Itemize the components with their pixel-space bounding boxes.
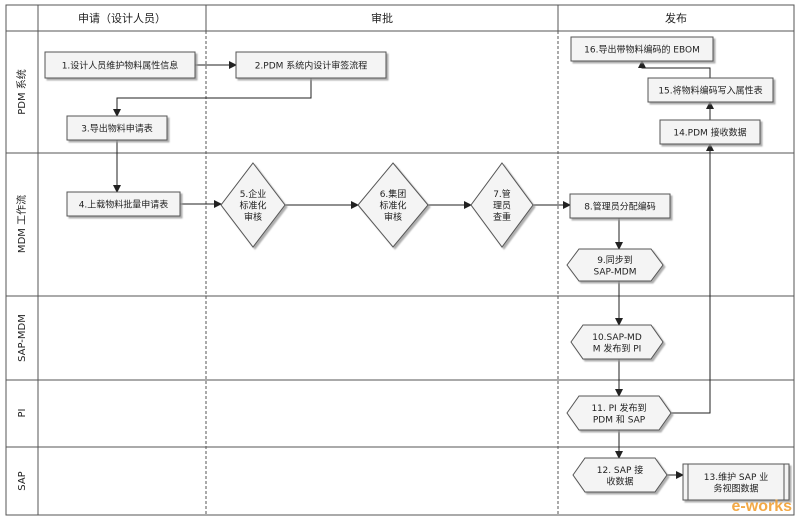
column-header-publish: 发布 (665, 11, 687, 25)
watermark-logo: e-works (731, 498, 792, 515)
flow-step-s12: 12. SAP 接收数据 (572, 457, 668, 493)
step-label: 1.设计人员维护物料属性信息 (62, 60, 179, 72)
lane-label-sap: SAP (17, 471, 28, 490)
step-label: 15.将物料编码写入属性表 (658, 85, 762, 97)
column-header-approve: 审批 (371, 11, 393, 25)
step-box (569, 193, 671, 219)
step-label: 8.管理员分配编码 (584, 201, 656, 213)
step-label: 标准化 (379, 200, 406, 212)
step-label: M 发布到 PI (593, 342, 642, 354)
step-label: PDM 和 SAP (593, 414, 646, 425)
step-label: 16.导出带物料编码的 EBOM (584, 44, 700, 56)
lane-label-mdm: MDM 工作流 (15, 195, 28, 253)
lane-label-sap-mdm: SAP-MDM (17, 314, 28, 362)
lane-label-pdm: PDM 系统 (15, 69, 28, 115)
flow-arrow (638, 60, 711, 78)
lane-label-pi: PI (17, 409, 28, 418)
flow-arrow (113, 78, 312, 117)
flow-step-s14: 14.PDM 接收数据 (659, 119, 761, 145)
step-label: 3.导出物料申请表 (81, 123, 153, 135)
step-label: 审核 (244, 211, 262, 223)
step-hexagon (572, 457, 668, 493)
step-label: 6.集团 (380, 188, 407, 200)
step-label: 务视图数据 (713, 482, 758, 494)
step-label: 2.PDM 系统内设计审签流程 (255, 60, 368, 72)
step-label: 14.PDM 接收数据 (673, 127, 746, 139)
flow-step-s8: 8.管理员分配编码 (569, 193, 671, 219)
step-hexagon (566, 395, 672, 431)
step-diamond (470, 162, 534, 248)
flow-arrow (671, 143, 714, 414)
flow-step-s3: 3.导出物料申请表 (66, 115, 168, 141)
step-label: 标准化 (239, 200, 266, 212)
flow-steps: 1.设计人员维护物料属性信息 2.PDM 系统内设计审签流程 3.导出物料申请表 4.… (44, 36, 790, 501)
step-label: 5.企业 (240, 188, 267, 200)
step-label: SAP-MDM (594, 267, 637, 277)
step-diamond (220, 162, 286, 248)
step-label: 理员 (493, 201, 511, 212)
flow-step-s10: 10.SAP-MDM 发布到 PI (570, 324, 664, 360)
step-diamond (357, 162, 429, 248)
step-box (682, 463, 790, 501)
step-label: 审核 (384, 211, 402, 223)
step-label: 7.管 (493, 188, 511, 200)
step-label: 13.维护 SAP 业 (704, 471, 769, 483)
step-box (647, 77, 774, 103)
flow-step-s1: 1.设计人员维护物料属性信息 (44, 51, 196, 79)
flow-step-s4: 4.上载物料批量申请表 (66, 191, 181, 217)
step-label: 4.上载物料批量申请表 (79, 199, 169, 211)
step-label: 12. SAP 接 (597, 464, 644, 476)
step-box (44, 51, 196, 79)
step-box (659, 119, 761, 145)
step-box (66, 191, 181, 217)
step-box (570, 36, 714, 62)
step-label: 11. PI 发布到 (591, 402, 646, 414)
step-hexagon (566, 248, 664, 282)
step-box (235, 51, 387, 79)
flow-step-s16: 16.导出带物料编码的 EBOM (570, 36, 714, 62)
step-label: 9.同步到 (597, 254, 633, 266)
step-label: 收数据 (606, 475, 633, 487)
flow-arrows (113, 60, 714, 479)
flow-step-s15: 15.将物料编码写入属性表 (647, 77, 774, 103)
diagram-grid (5, 4, 795, 516)
step-label: 查重 (493, 211, 511, 223)
step-label: 10.SAP-MD (592, 333, 642, 343)
step-box (66, 115, 168, 141)
flow-step-s2: 2.PDM 系统内设计审签流程 (235, 51, 387, 79)
column-header-apply: 申请（设计人员） (78, 12, 166, 25)
step-hexagon (570, 324, 664, 360)
